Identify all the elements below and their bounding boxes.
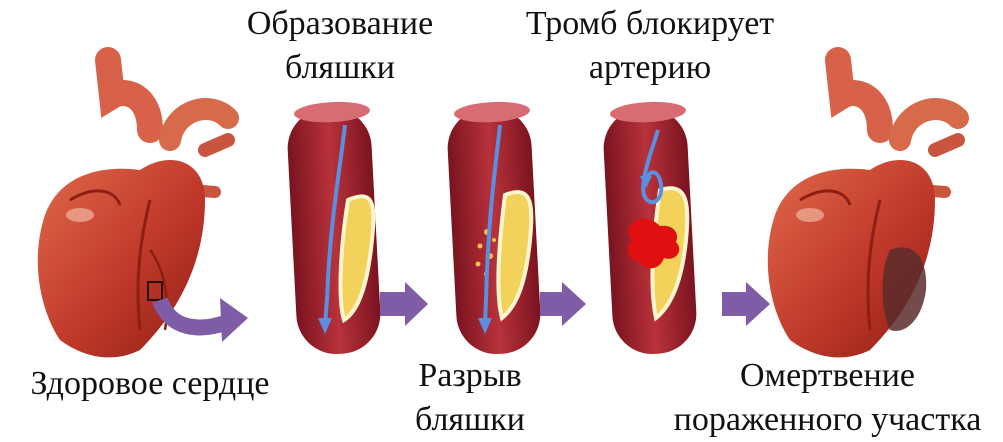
process-arrow-1 (380, 282, 428, 326)
label-healthy-heart: Здоровое сердце (0, 362, 300, 406)
label-line: бляшки (380, 398, 560, 442)
label-plaque-formation: Образование бляшки (210, 2, 470, 90)
label-thrombus-blocks-artery: Тромб блокирует артерию (500, 2, 800, 90)
process-arrow-2 (540, 282, 586, 326)
process-arrow-3 (722, 282, 770, 326)
label-line: Образование (210, 2, 470, 46)
label-line: Разрыв (380, 354, 560, 398)
label-line: Здоровое сердце (0, 362, 300, 406)
label-line: пораженного участка (655, 398, 1000, 442)
artery-thrombus (602, 100, 699, 356)
zoom-arrow (160, 300, 228, 327)
healthy-heart-image (38, 60, 228, 357)
label-necrosis: Омертвение пораженного участка (655, 354, 1000, 442)
label-line: Тромб блокирует (500, 2, 800, 46)
artery-plaque-rupture (446, 100, 543, 356)
label-line: артерию (500, 46, 800, 90)
label-line: Омертвение (655, 354, 1000, 398)
damaged-heart-image (768, 60, 958, 357)
label-plaque-rupture: Разрыв бляшки (380, 354, 560, 442)
label-line: бляшки (210, 46, 470, 90)
zoom-arrowhead (220, 298, 248, 342)
artery-plaque-formation (286, 100, 383, 356)
necrotic-area (883, 247, 927, 331)
